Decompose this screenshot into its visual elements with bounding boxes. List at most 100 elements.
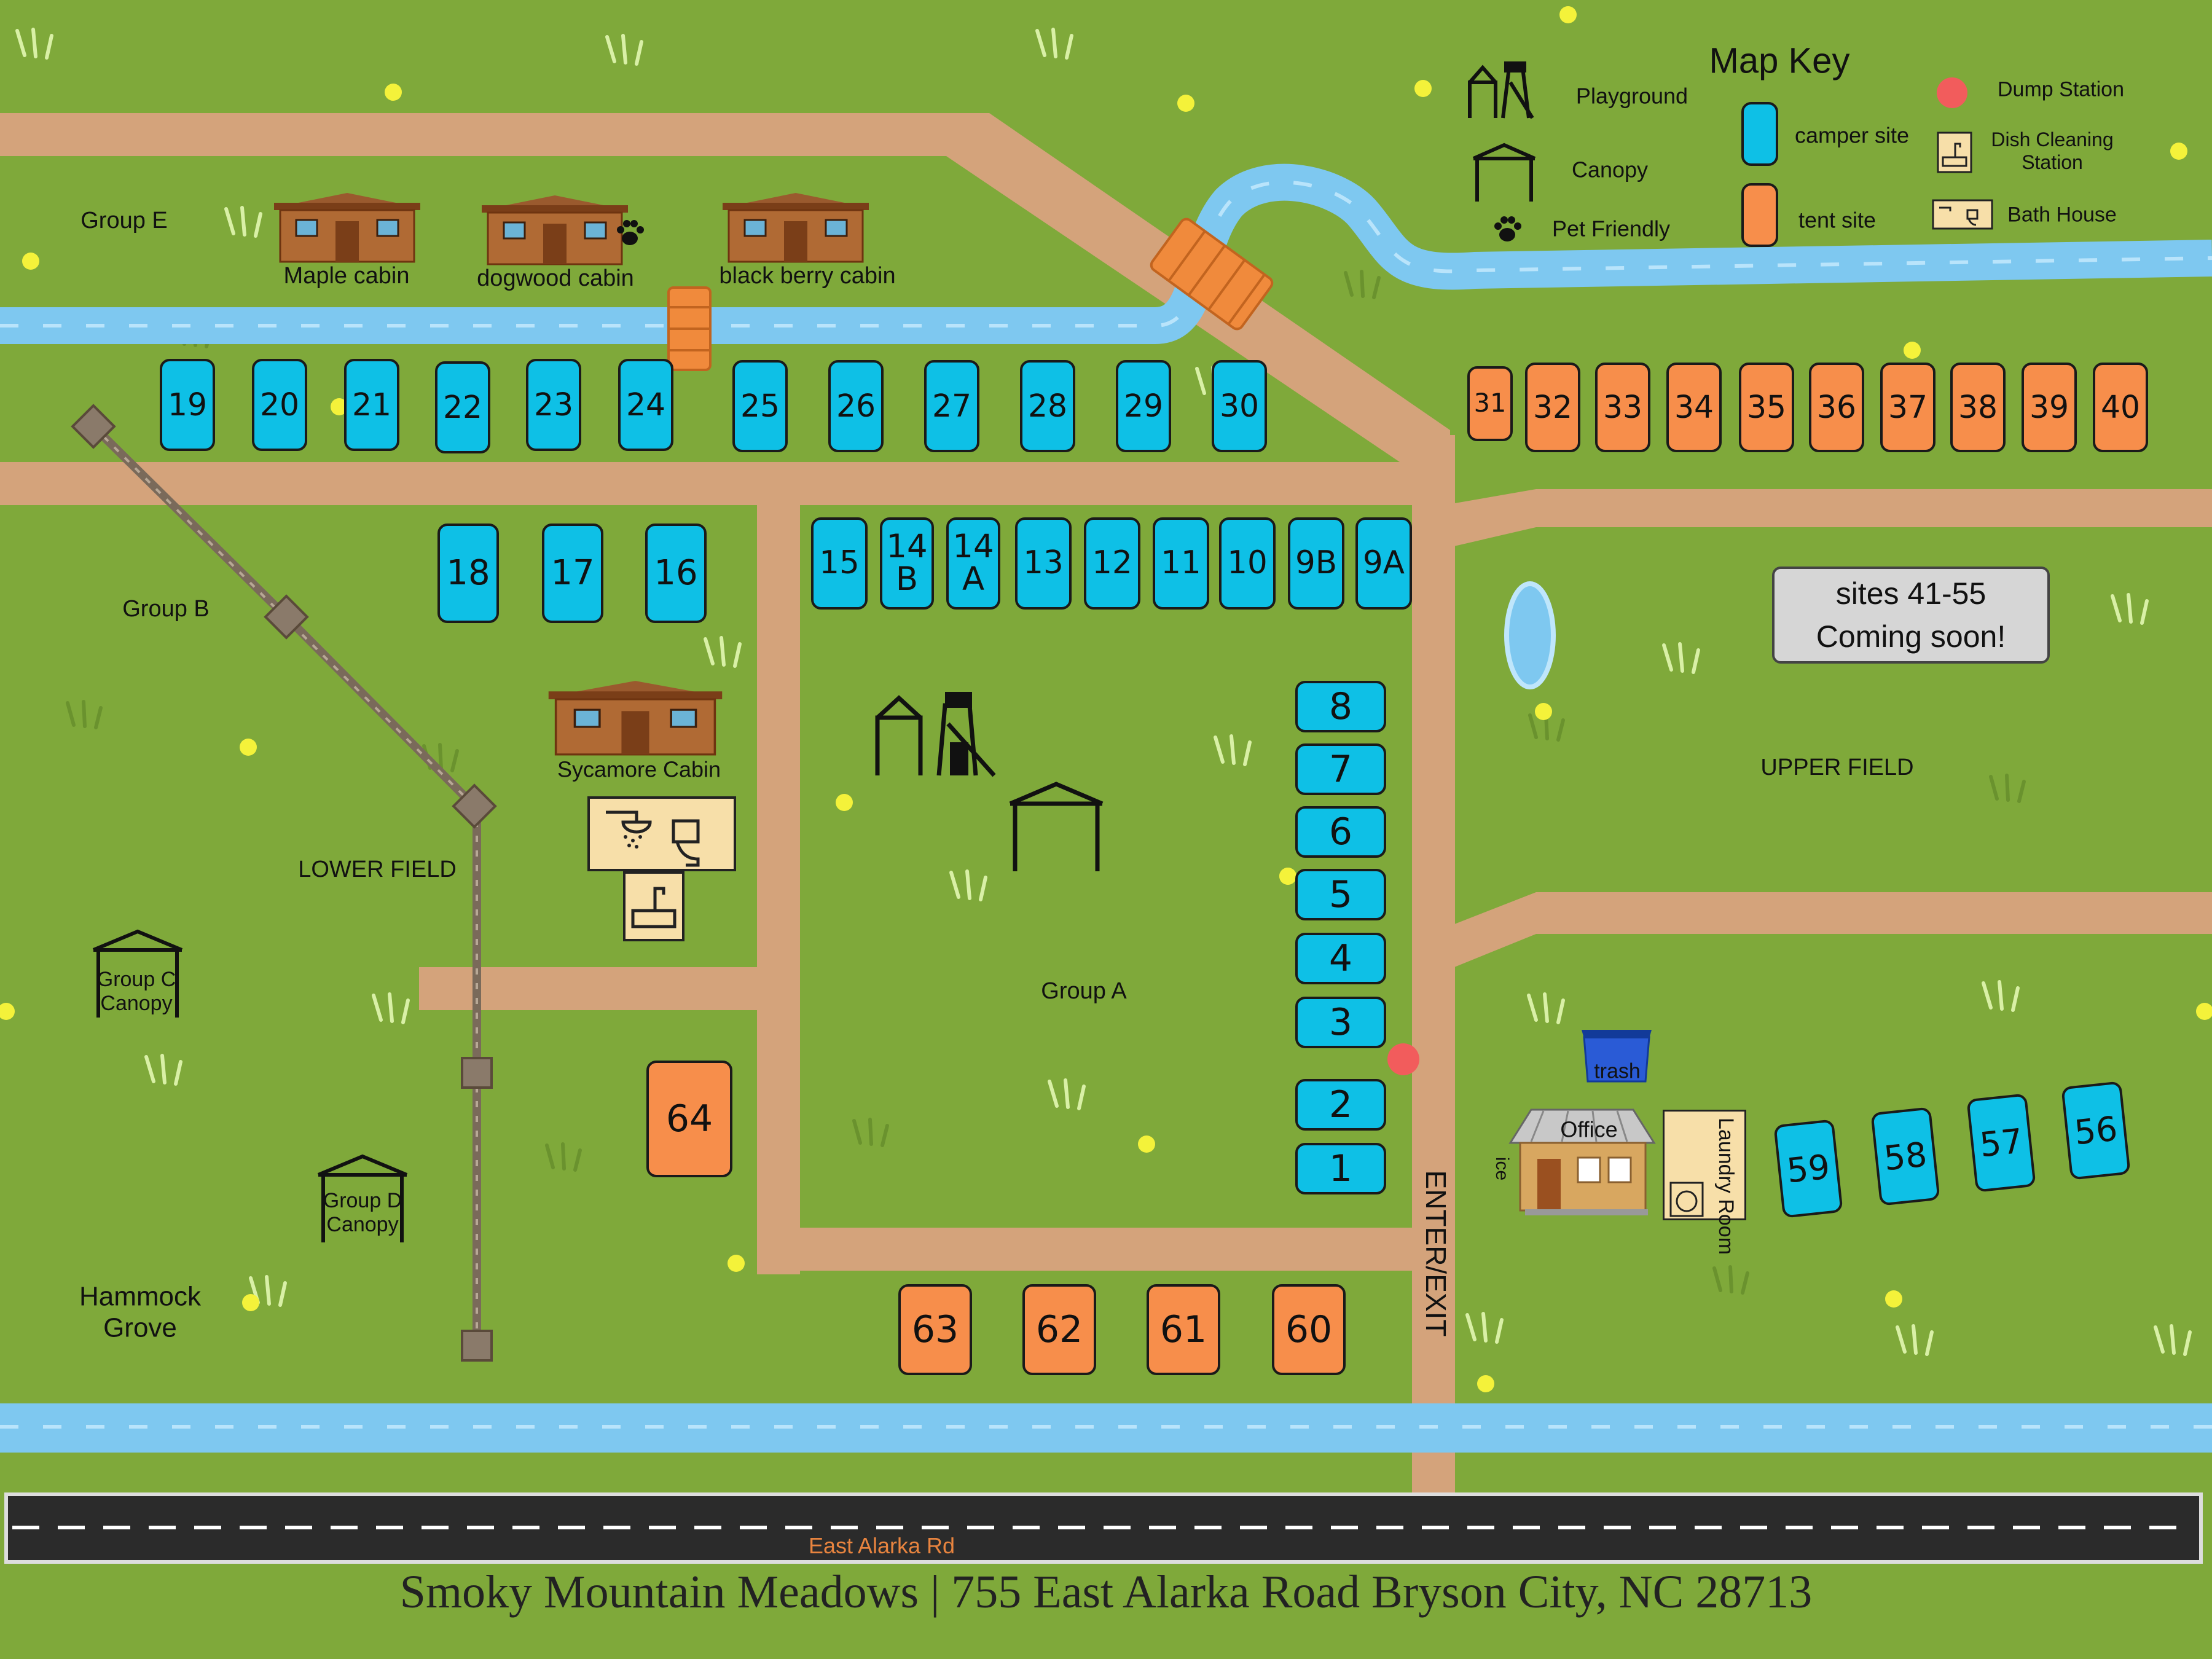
site-33[interactable]: 33: [1595, 363, 1650, 452]
site-56[interactable]: 56: [2061, 1081, 2131, 1180]
site-label: 32: [1532, 388, 1573, 425]
key-tent-label: tent site: [1798, 207, 1877, 233]
site-3[interactable]: 3: [1295, 997, 1386, 1048]
site-20[interactable]: 20: [252, 359, 307, 451]
site-35[interactable]: 35: [1739, 363, 1794, 452]
area-group-e: Group E: [80, 208, 168, 234]
site-6[interactable]: 6: [1295, 806, 1386, 858]
laundry-room[interactable]: Laundry Room: [1663, 1110, 1746, 1255]
site-18[interactable]: 18: [437, 524, 499, 623]
site-57[interactable]: 57: [1966, 1093, 2036, 1193]
site-12[interactable]: 12: [1084, 517, 1140, 610]
sycamore-cabin-icon[interactable]: [546, 680, 725, 756]
site-59[interactable]: 59: [1773, 1119, 1843, 1218]
site-9b[interactable]: 9B: [1288, 517, 1344, 610]
group-a-playground-icon[interactable]: [871, 687, 1000, 779]
site-64[interactable]: 64: [646, 1061, 732, 1177]
site-21[interactable]: 21: [344, 359, 399, 451]
washer-icon: [1669, 1182, 1704, 1217]
footer-address: Smoky Mountain Meadows | 755 East Alarka…: [399, 1566, 1813, 1618]
dogwood-cabin-icon[interactable]: [479, 194, 630, 265]
site-10[interactable]: 10: [1219, 517, 1276, 610]
bath-house-building[interactable]: [587, 796, 736, 871]
site-label: 9A: [1362, 544, 1405, 582]
site-31[interactable]: 31: [1467, 366, 1513, 441]
site-30[interactable]: 30: [1212, 360, 1267, 452]
site-14a[interactable]: 14 A: [946, 517, 1000, 610]
site-label: 14 A: [952, 528, 994, 598]
site-label: 57: [1977, 1121, 2025, 1165]
site-label: 3: [1328, 1001, 1353, 1044]
key-dish-station-label: Dish Cleaning Station: [1991, 128, 2114, 173]
site-22[interactable]: 22: [435, 361, 490, 453]
site-17[interactable]: 17: [542, 524, 603, 623]
site-9a[interactable]: 9A: [1355, 517, 1412, 610]
blackberry-cabin-icon[interactable]: [720, 192, 871, 263]
group-c-canopy-label: Group C Canopy: [96, 967, 176, 1015]
site-label: 33: [1602, 388, 1643, 425]
key-canopy-label: Canopy: [1571, 157, 1649, 182]
key-camper-label: camper site: [1794, 122, 1910, 148]
site-29[interactable]: 29: [1116, 360, 1171, 452]
site-39[interactable]: 39: [2022, 363, 2077, 452]
trash-dumpster-icon[interactable]: [1582, 1027, 1652, 1084]
site-62[interactable]: 62: [1022, 1284, 1096, 1375]
site-label: 25: [740, 387, 780, 424]
office-building-icon[interactable]: [1507, 1106, 1658, 1217]
road-name-label: East Alarka Rd: [808, 1533, 955, 1558]
site-58[interactable]: 58: [1870, 1107, 1940, 1206]
lower-river: [0, 1403, 2212, 1453]
site-7[interactable]: 7: [1295, 743, 1386, 795]
key-playground-label: Playground: [1575, 83, 1688, 109]
site-34[interactable]: 34: [1666, 363, 1722, 452]
site-8[interactable]: 8: [1295, 681, 1386, 732]
site-11[interactable]: 11: [1153, 517, 1209, 610]
site-label: 11: [1161, 544, 1201, 582]
key-camper-swatch: [1741, 102, 1778, 166]
dish-cleaning-station[interactable]: [623, 871, 684, 941]
site-32[interactable]: 32: [1525, 363, 1580, 452]
site-63[interactable]: 63: [898, 1284, 972, 1375]
site-label: 35: [1746, 388, 1787, 425]
group-d-canopy-label: Group D Canopy: [323, 1188, 402, 1236]
site-4[interactable]: 4: [1295, 933, 1386, 984]
site-label: 16: [654, 553, 698, 593]
site-label: 21: [351, 386, 392, 423]
ice-label: ice: [1492, 1156, 1512, 1181]
site-label: 7: [1328, 748, 1353, 791]
maple-cabin-icon[interactable]: [272, 192, 423, 263]
site-label: 27: [931, 387, 972, 424]
site-5[interactable]: 5: [1295, 869, 1386, 920]
sycamore-cabin-label: Sycamore Cabin: [557, 756, 721, 782]
site-24[interactable]: 24: [618, 359, 673, 451]
site-40[interactable]: 40: [2093, 363, 2148, 452]
dogwood-cabin-label: dogwood cabin: [477, 265, 634, 292]
site-27[interactable]: 27: [924, 360, 979, 452]
site-28[interactable]: 28: [1020, 360, 1075, 452]
coming-soon-box: sites 41-55 Coming soon!: [1772, 567, 2050, 664]
site-15[interactable]: 15: [811, 517, 868, 610]
site-label: 56: [2072, 1108, 2120, 1153]
site-25[interactable]: 25: [732, 360, 788, 452]
site-23[interactable]: 23: [526, 359, 581, 451]
dump-station-marker[interactable]: [1387, 1043, 1419, 1075]
site-19[interactable]: 19: [160, 359, 215, 451]
site-13[interactable]: 13: [1015, 517, 1072, 610]
site-2[interactable]: 2: [1295, 1079, 1386, 1131]
site-16[interactable]: 16: [645, 524, 707, 623]
site-14b[interactable]: 14 B: [880, 517, 934, 610]
site-60[interactable]: 60: [1272, 1284, 1346, 1375]
flowers: [0, 6, 2212, 1392]
bath-house-icon: [1932, 199, 1993, 230]
site-26[interactable]: 26: [828, 360, 884, 452]
site-1[interactable]: 1: [1295, 1143, 1386, 1194]
site-label: 26: [836, 387, 876, 424]
group-a-canopy-icon[interactable]: [1006, 779, 1106, 875]
site-36[interactable]: 36: [1809, 363, 1864, 452]
site-61[interactable]: 61: [1147, 1284, 1220, 1375]
key-dump-station-label: Dump Station: [1998, 77, 2124, 101]
site-label: 64: [665, 1097, 713, 1140]
site-37[interactable]: 37: [1880, 363, 1936, 452]
hammock-line: [71, 404, 497, 1362]
site-38[interactable]: 38: [1950, 363, 2006, 452]
